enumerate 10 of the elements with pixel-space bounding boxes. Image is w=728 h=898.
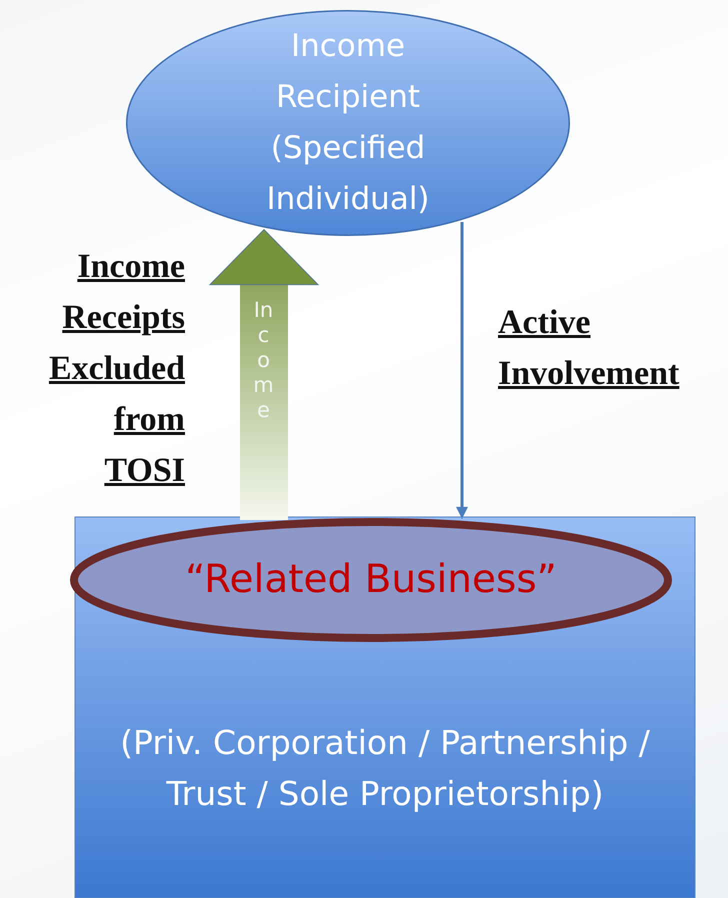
node-text: “Related Business”	[184, 557, 558, 603]
edge-label: Income	[253, 298, 274, 423]
block-arrow	[210, 229, 318, 520]
ellipse-node	[126, 10, 570, 236]
node-text: (Priv. Corporation / Partnership / Trust / Sole Proprietorship)	[119, 722, 651, 814]
ellipse-node	[70, 518, 672, 642]
side-label: Income Receipts Excluded from TOSI	[48, 247, 185, 491]
arrow	[456, 222, 468, 520]
side-label: Active Involvement	[498, 303, 680, 394]
node-text: Income Recipient (Specified Individual)	[265, 27, 431, 219]
